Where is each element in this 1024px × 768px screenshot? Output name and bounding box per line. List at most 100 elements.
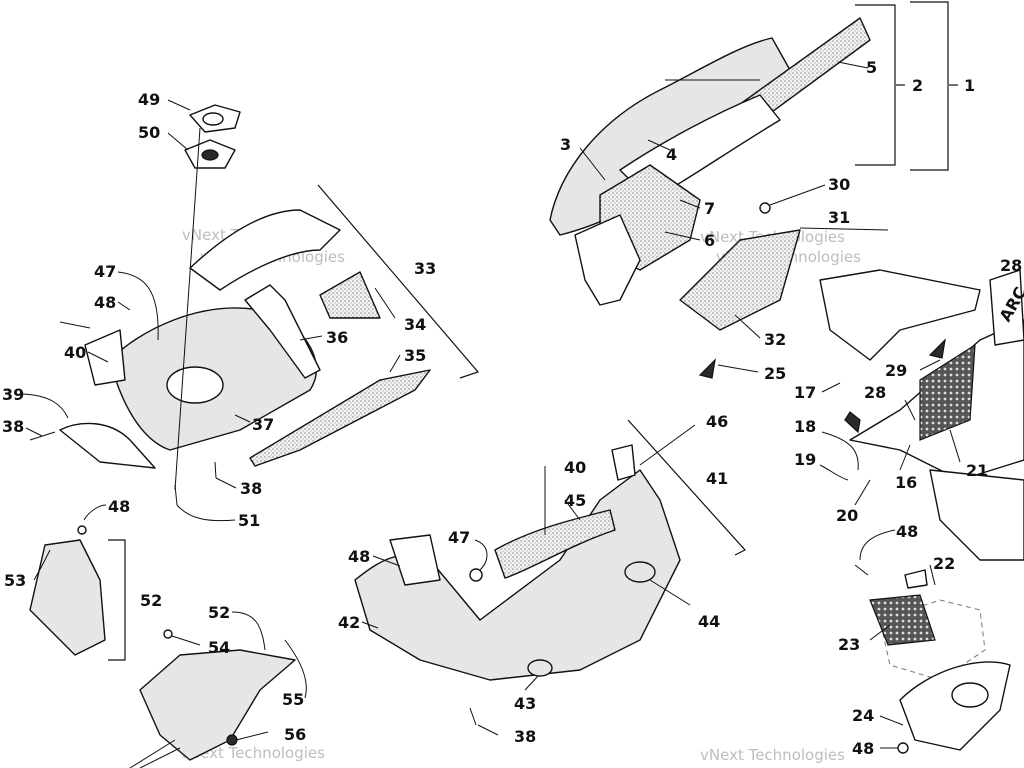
callout-48-bottom: 48 [852, 739, 874, 758]
leader-51 [176, 504, 236, 522]
callout-48-right: 48 [896, 522, 918, 541]
leader-21 [949, 429, 961, 463]
bracket-41 [627, 419, 746, 556]
callout-52-bracket: 52 [140, 591, 162, 610]
callout-34: 34 [404, 315, 426, 334]
housing-part-24 [899, 661, 1011, 751]
leader-47b [474, 539, 488, 571]
callout-33: 33 [414, 259, 436, 278]
screw-38-left [29, 431, 56, 441]
callout-35: 35 [404, 346, 426, 365]
callout-46: 46 [706, 412, 728, 431]
bracket-part-48 [389, 534, 441, 586]
callout-48-top: 48 [94, 293, 116, 312]
callout-2: 2 [912, 76, 923, 95]
callout-30: 30 [828, 175, 850, 194]
screw-54 [163, 629, 173, 639]
leader-28b [904, 399, 916, 421]
leader-39 [21, 393, 69, 419]
leader-30 [769, 184, 826, 206]
leader-19 [819, 464, 849, 481]
leader-42 [361, 621, 379, 629]
arrow-part-25 [698, 358, 716, 379]
bracket-52 [108, 539, 126, 661]
left-lower-assembly [29, 539, 296, 768]
trim-part-45 [494, 509, 616, 579]
leader-48-top [117, 301, 131, 311]
callout-5: 5 [866, 58, 877, 77]
cable-56b [139, 747, 181, 768]
callout-29: 29 [885, 361, 907, 380]
gasket-50-hole [201, 149, 219, 161]
leader-17 [821, 382, 841, 393]
windshield-assembly [549, 17, 871, 306]
callout-55: 55 [282, 690, 304, 709]
fasteners [29, 321, 909, 754]
callout-labels: 1 2 3 4 5 6 7 16 17 18 19 20 21 22 23 24… [2, 58, 1022, 758]
leader-18 [821, 431, 859, 471]
watermark-6: vNext Technologies [700, 746, 845, 764]
callout-6: 6 [704, 231, 715, 250]
brackets [108, 1, 958, 661]
leader-35 [389, 354, 401, 373]
leader-48-left [83, 504, 107, 521]
callout-32: 32 [764, 330, 786, 349]
screw-48-bottom [897, 742, 909, 754]
leader-48-mid [372, 555, 401, 567]
leader-29 [919, 359, 941, 371]
leader-37 [234, 414, 251, 423]
leader-24 [879, 715, 904, 726]
callout-17: 17 [794, 383, 816, 402]
callout-31: 31 [828, 208, 850, 227]
leader-45 [564, 499, 581, 521]
side-panel-part-39 [59, 422, 156, 469]
leader-7 [679, 199, 701, 209]
emblem-part-28 [989, 269, 1024, 346]
callout-49: 49 [138, 90, 160, 109]
callout-40-left: 40 [64, 343, 86, 362]
callout-56: 56 [284, 725, 306, 744]
leader-25 [717, 364, 759, 373]
fastener-part-30 [759, 202, 771, 214]
grommet-56 [226, 734, 238, 746]
bracket-2 [855, 4, 896, 166]
leader-52b [231, 611, 266, 651]
hood-opening [166, 366, 224, 404]
callout-47-center: 47 [448, 528, 470, 547]
panel-part-34 [319, 271, 381, 319]
callout-3: 3 [560, 135, 571, 154]
callout-40-center: 40 [564, 458, 586, 477]
callout-47-left: 47 [94, 262, 116, 281]
callout-16: 16 [895, 473, 917, 492]
leader-40a [87, 351, 109, 363]
leader-20 [854, 479, 871, 506]
leader-6 [664, 231, 701, 241]
leader-23 [869, 624, 891, 641]
callout-41: 41 [706, 469, 728, 488]
callout-28-mid: 28 [864, 383, 886, 402]
callout-54: 54 [208, 638, 230, 657]
gasket-group [174, 104, 241, 491]
leader-44 [649, 579, 691, 606]
strut-part-36 [244, 284, 321, 379]
callout-50: 50 [138, 123, 160, 142]
clip-part-22 [904, 569, 928, 589]
callout-38-left: 38 [2, 417, 24, 436]
callout-36: 36 [326, 328, 348, 347]
bracket-33 [317, 184, 480, 379]
callout-28-top: 28 [1000, 256, 1022, 275]
leader-16 [899, 444, 911, 471]
callout-37: 37 [252, 415, 274, 434]
panel-part-32 [679, 229, 801, 331]
callout-19: 19 [794, 450, 816, 469]
leader-38b [215, 477, 237, 489]
screw-51 [174, 484, 178, 506]
callout-7: 7 [704, 199, 715, 218]
callout-4: 4 [666, 145, 677, 164]
screw-38-mid [214, 461, 217, 479]
leader-48-right [859, 529, 896, 561]
leader-32 [734, 314, 761, 339]
callout-38-mid: 38 [240, 479, 262, 498]
callout-21: 21 [966, 461, 988, 480]
